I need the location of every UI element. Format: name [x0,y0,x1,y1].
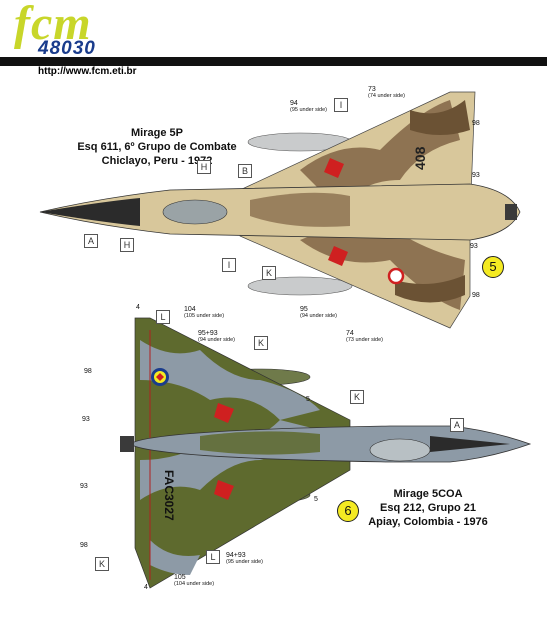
callout-104: 104(105 under side) [184,306,225,319]
canopy-2 [369,438,431,462]
callout-98a-2: 98 [84,368,92,375]
callout-74: 74(73 under side) [346,330,383,343]
aircraft1-title: Mirage 5P [131,127,183,139]
callout-98b-2: 98 [80,542,88,549]
fuselage-camo [250,192,350,227]
camo-grey-1 [140,340,320,420]
marker-box-i2: I [222,258,236,272]
callout-94-93: 94+93(95 under side) [226,552,263,565]
aircraft1-serial: 408 [412,146,428,170]
callout-5b: 5 [314,496,318,503]
marker-box-k2: K [350,390,364,404]
marker-box-l1: L [156,310,170,324]
red-marking-top [324,158,344,178]
camo-dark-1 [410,100,470,135]
exhaust-nozzle-2 [120,436,134,452]
aircraft2-unit: Esq 212, Grupo 21 [380,502,476,514]
callout-4a: 4 [136,304,140,311]
aircraft1-badge: 5 [482,256,504,278]
canopy [162,199,228,225]
callout-95: 95(94 under side) [300,306,337,319]
aircraft2-location: Apiay, Colombia - 1976 [368,516,488,528]
marker-box-h1: H [120,238,134,252]
roundel-2-center [156,373,164,381]
header-bar [0,57,547,66]
callout-93b: 93 [470,243,478,250]
red-marking-bottom-2 [214,480,234,500]
aircraft2-title: Mirage 5COA [393,488,463,500]
aircraft2-title-block: Mirage 5COA Esq 212, Grupo 21 Apiay, Col… [338,487,518,529]
brand-name: fcm [14,0,92,50]
callout-93a-2: 93 [82,416,90,423]
aircraft1-location: Chiclayo, Peru - 1972 [101,155,213,167]
aircraft1-unit: Esq 611, 6º Grupo de Combate [77,141,237,153]
camo-grey-3 [150,540,200,575]
website-url: http://www.fcm.eti.br [38,66,137,77]
callout-4b: 4 [144,584,148,591]
marker-box-i1: I [334,98,348,112]
red-marking-top-2 [214,403,234,423]
roundel [387,267,405,285]
aircraft2-serial: FAC3027 [162,470,176,521]
callout-93a: 93 [472,172,480,179]
camo-dark-2 [395,275,465,303]
marker-box-k3: K [95,557,109,571]
aircraft2-badge: 6 [337,500,359,522]
red-marking-bottom [328,246,348,266]
callout-95-93: 95+93(94 under side) [198,330,235,343]
marker-box-k: K [262,266,276,280]
callout-93b-2: 93 [80,483,88,490]
nose-cone-2 [430,436,510,452]
marker-box-l2: L [206,550,220,564]
callout-5a: 5 [306,396,310,403]
fuel-tank-bottom [247,276,353,296]
fuselage-camo-2 [200,431,320,455]
kit-code: 48030 [38,38,96,59]
aircraft1-title-block: Mirage 5P Esq 611, 6º Grupo de Combate C… [72,126,242,168]
marker-box-a: A [84,234,98,248]
marker-box-a2: A [450,418,464,432]
callout-94: 94(95 under side) [290,100,327,113]
marker-box-h2: H [197,160,211,174]
nose-cone [40,198,140,226]
callout-98b: 98 [472,292,480,299]
exhaust-nozzle [505,204,517,220]
callout-98a: 98 [472,120,480,127]
marker-box-k1: K [254,336,268,350]
marker-box-b: B [238,164,252,178]
callout-73: 73(74 under side) [368,86,405,99]
callout-105: 105(104 under side) [174,574,215,587]
